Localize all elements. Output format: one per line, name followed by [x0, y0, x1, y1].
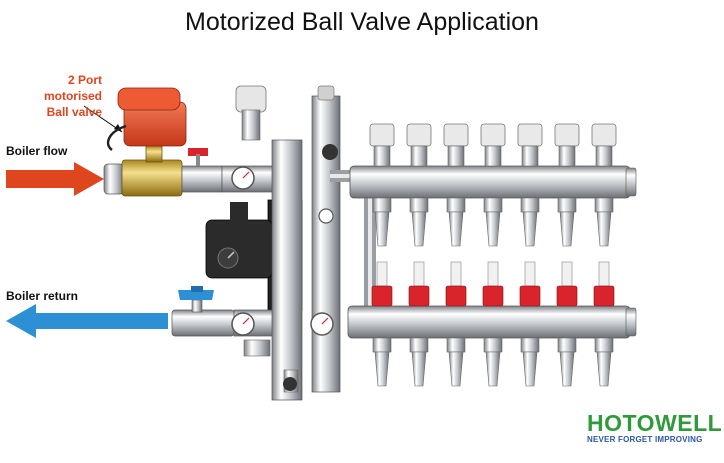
flow-outlet-tail: [522, 211, 538, 247]
outlet-5: [517, 123, 543, 387]
valve-stem: [373, 145, 391, 167]
valve-cap-icon: [517, 123, 543, 147]
return-outlet-tail: [411, 351, 427, 387]
return-outlet-nut: [520, 337, 540, 353]
valve-cap-icon: [369, 123, 395, 147]
page-title: Motorized Ball Valve Application: [185, 8, 539, 36]
boiler-return-label: Boiler return: [6, 289, 79, 303]
return-outlet-nut: [409, 337, 429, 353]
valve-stem: [484, 145, 502, 167]
valve-cap-icon: [554, 123, 580, 147]
outlet-4: [480, 123, 506, 387]
boiler-flow-label: Boiler flow: [6, 144, 68, 158]
valve-cap-icon: [591, 123, 617, 147]
return-outlet-nut: [446, 337, 466, 353]
valve-knob-icon: [322, 144, 338, 160]
valve-stem: [447, 145, 465, 167]
return-outlet-tail: [448, 351, 464, 387]
thermometer-top-icon: [318, 208, 334, 224]
outlet-6: [554, 123, 580, 387]
outlet-3: [443, 123, 469, 387]
flow-outlet-tail: [596, 211, 612, 247]
thermometer-return-icon: [231, 312, 255, 336]
manifold-outlets: [369, 123, 617, 387]
boiler-flow-arrow: [6, 162, 104, 196]
return-outlet-tail: [522, 351, 538, 387]
motorised-ball-valve: [103, 87, 223, 197]
valve-cap-icon: [480, 123, 506, 147]
return-outlet-nut: [483, 337, 503, 353]
valve-label-line3: Ball valve: [46, 105, 102, 119]
flowmeter-tube: [524, 261, 536, 287]
valve-cap-icon: [406, 123, 432, 147]
boiler-return-arrow: [6, 304, 168, 338]
flowmeter-red-icon: [445, 285, 467, 307]
thermometer-mix-icon: [310, 312, 334, 336]
valve-stem: [521, 145, 539, 167]
flowmeter-red-icon: [556, 285, 578, 307]
return-outlet-nut: [372, 337, 392, 353]
flow-outlet-nut: [483, 197, 503, 213]
flowmeter-red-icon: [482, 285, 504, 307]
flowmeter-tube: [487, 261, 499, 287]
flow-outlet-tail: [448, 211, 464, 247]
flowmeter-tube: [450, 261, 462, 287]
flowmeter-red-icon: [371, 285, 393, 307]
return-outlet-tail: [374, 351, 390, 387]
flow-outlet-nut: [372, 197, 392, 213]
valve-label-line1: 2 Port: [67, 73, 102, 87]
flow-outlet-tail: [411, 211, 427, 247]
outlet-1: [369, 123, 395, 387]
valve-label: 2 Port motorised Ball valve: [4, 72, 102, 120]
flow-outlet-nut: [594, 197, 614, 213]
flowmeter-tube: [413, 261, 425, 287]
valve-stem: [558, 145, 576, 167]
valve-stem: [595, 145, 613, 167]
flow-manifold: [349, 165, 637, 199]
valve-label-line2: motorised: [43, 89, 102, 103]
blue-handle-icon: [178, 286, 214, 300]
flowmeter-red-icon: [593, 285, 615, 307]
flowmeter-tube: [376, 261, 388, 287]
flowmeter-tube: [598, 261, 610, 287]
valve-stem: [410, 145, 428, 167]
return-outlet-tail: [485, 351, 501, 387]
thermometer-flow-icon: [231, 166, 255, 190]
return-outlet-nut: [594, 337, 614, 353]
outlet-7: [591, 123, 617, 387]
return-outlet-tail: [596, 351, 612, 387]
return-manifold: [347, 305, 637, 339]
red-handle-icon: [188, 148, 208, 166]
actuator-cable: [106, 124, 127, 151]
return-ball-valve: [171, 286, 235, 337]
actuator-body: [117, 87, 187, 147]
flow-outlet-nut: [446, 197, 466, 213]
flowmeter-tube: [561, 261, 573, 287]
brand-name: HOTOWELL: [587, 410, 723, 436]
return-outlet-nut: [557, 337, 577, 353]
flow-outlet-tail: [485, 211, 501, 247]
flowmeter-red-icon: [408, 285, 430, 307]
outlet-2: [406, 123, 432, 387]
valve-cap-icon: [443, 123, 469, 147]
flow-outlet-nut: [409, 197, 429, 213]
flow-outlet-tail: [374, 211, 390, 247]
flow-outlet-nut: [520, 197, 540, 213]
brand-logo: HOTOWELL NEVER FORGET IMPROVING: [587, 410, 723, 444]
brand-tagline: NEVER FORGET IMPROVING: [587, 435, 703, 444]
flowmeter-red-icon: [519, 285, 541, 307]
return-outlet-tail: [559, 351, 575, 387]
flow-outlet-tail: [559, 211, 575, 247]
flow-outlet-nut: [557, 197, 577, 213]
